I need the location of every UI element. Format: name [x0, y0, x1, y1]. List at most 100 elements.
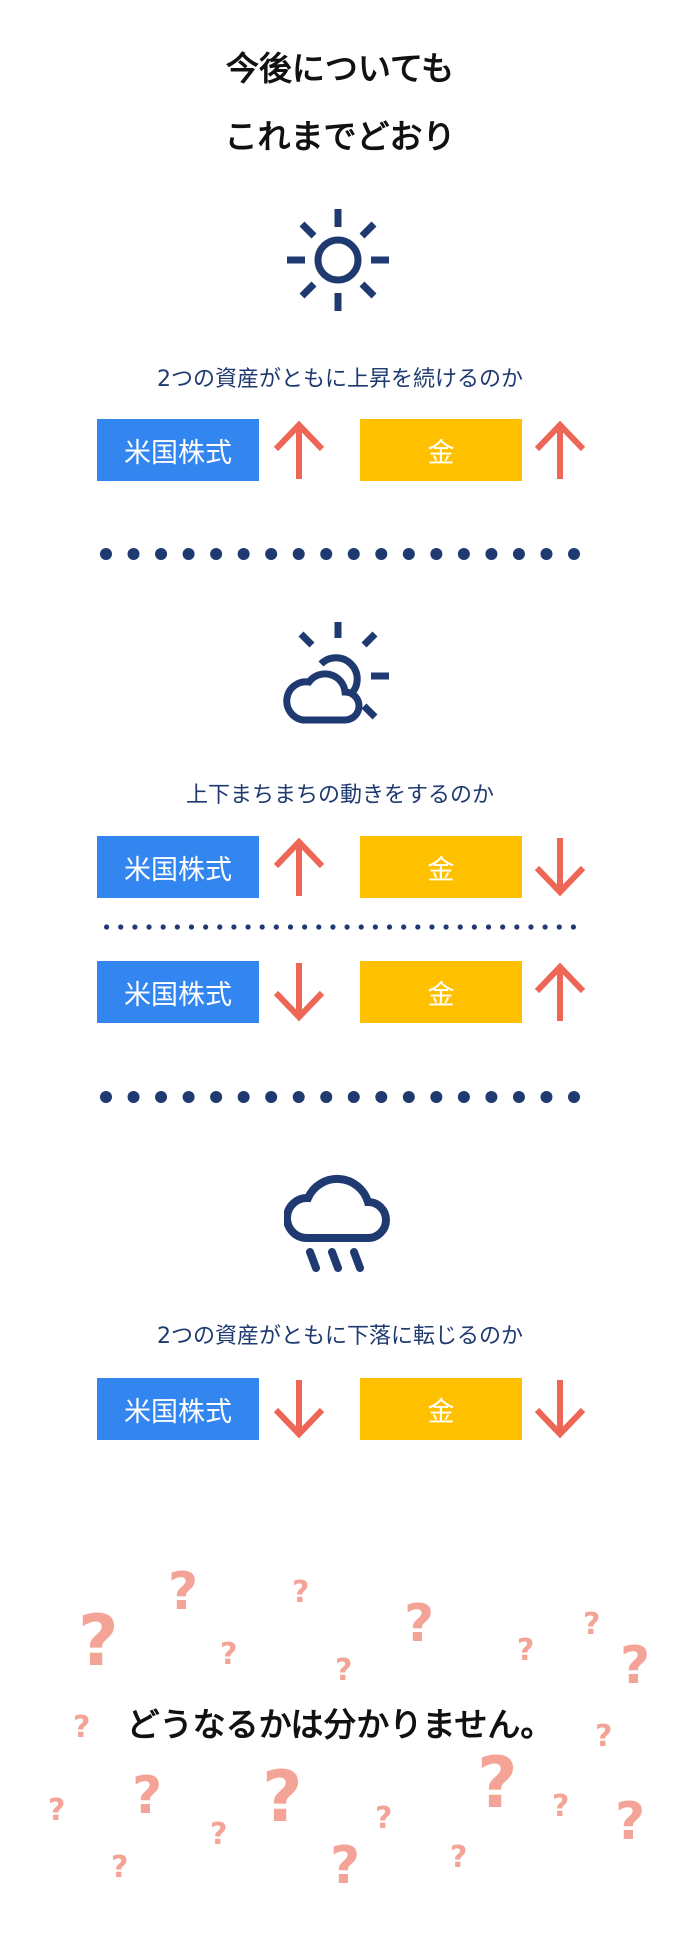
divider-dot	[430, 548, 443, 560]
divider-dot	[540, 548, 553, 560]
divider-dot	[203, 924, 209, 930]
divider-dots	[100, 1091, 580, 1103]
divider-dot	[528, 924, 534, 930]
divider-dot	[320, 548, 333, 560]
stock-label: 米国株式	[97, 419, 259, 481]
divider-dot	[429, 924, 435, 930]
sun-icon	[287, 209, 389, 311]
divider-dot	[556, 924, 562, 930]
question-mark: ?	[132, 1766, 163, 1826]
divider-dot	[358, 924, 364, 930]
divider-dot	[430, 1091, 443, 1103]
divider-dot	[100, 548, 112, 560]
divider-dot	[287, 924, 294, 930]
divider-dot	[265, 1091, 278, 1103]
divider-dot	[259, 924, 265, 930]
divider-dot	[210, 1091, 223, 1103]
divider-small-dots	[104, 924, 576, 930]
divider-dot	[182, 1091, 195, 1103]
caption-both-down: 2つの資産がともに下落に転じるのか	[157, 1324, 523, 1349]
divider-dot	[302, 924, 308, 930]
question-mark: ?	[595, 1719, 613, 1754]
arrow-up-icon	[534, 420, 586, 479]
divider-dot	[210, 548, 223, 560]
question-mark: ?	[404, 1594, 435, 1654]
divider-dot	[231, 924, 237, 930]
divider-dot	[471, 924, 477, 930]
divider-dot	[188, 924, 195, 930]
divider-dot	[457, 1091, 470, 1103]
divider-dot	[217, 924, 223, 930]
arrow-up-icon	[273, 420, 325, 479]
gold-label: 金	[360, 836, 522, 898]
stock-label: 米国株式	[97, 1378, 259, 1440]
divider-dot	[118, 924, 124, 930]
divider-dot	[316, 924, 322, 930]
divider-dot	[415, 924, 421, 930]
question-mark: ?	[375, 1801, 393, 1836]
question-mark: ?	[552, 1789, 570, 1824]
gold-label: 金	[360, 419, 522, 481]
divider-dot	[292, 1091, 305, 1103]
title-line-1: 今後についても	[225, 49, 455, 88]
caption-mixed: 上下まちまちの動きをするのか	[185, 783, 494, 808]
arrow-down-icon	[273, 963, 325, 1022]
divider-dot	[375, 548, 388, 560]
divider-dot	[182, 548, 195, 560]
divider-dot	[514, 924, 520, 930]
rain-cloud-icon	[284, 1174, 390, 1272]
question-mark: ?	[477, 1742, 518, 1824]
question-mark: ?	[220, 1637, 238, 1672]
divider-dot	[485, 1091, 498, 1103]
divider-dot	[443, 924, 449, 930]
divider-dot	[273, 924, 279, 930]
divider-dot	[330, 924, 336, 930]
divider-dot	[160, 924, 166, 930]
divider-dots	[100, 548, 580, 560]
divider-dot	[386, 924, 393, 930]
divider-dot	[512, 1091, 525, 1103]
divider-dot	[568, 548, 580, 560]
divider-dot	[146, 924, 152, 930]
cloud-sun-icon	[283, 622, 389, 724]
arrow-up-icon	[273, 837, 325, 896]
divider-dot	[320, 1091, 333, 1103]
divider-dot	[127, 548, 140, 560]
divider-dot	[402, 548, 415, 560]
arrow-down-icon	[534, 838, 586, 897]
arrow-down-icon	[534, 1380, 586, 1439]
divider-dot	[155, 548, 168, 560]
divider-dot	[457, 924, 463, 930]
divider-dot	[104, 924, 110, 930]
divider-dot	[570, 924, 576, 930]
question-mark: ?	[335, 1653, 353, 1688]
question-mark: ?	[78, 1600, 119, 1682]
divider-dot	[237, 548, 250, 560]
caption-both-up: 2つの資産がともに上昇を続けるのか	[157, 367, 523, 392]
question-mark: ?	[168, 1562, 199, 1622]
divider-dot	[237, 1091, 250, 1103]
divider-dot	[500, 924, 506, 930]
divider-dot	[402, 1091, 415, 1103]
question-mark: ?	[517, 1633, 535, 1668]
question-mark: ?	[615, 1792, 646, 1852]
divider-dot	[347, 548, 360, 560]
question-mark: ?	[73, 1710, 91, 1745]
divider-dot	[512, 548, 525, 560]
divider-dot	[401, 924, 407, 930]
question-mark: ?	[111, 1850, 129, 1885]
question-mark: ?	[330, 1836, 361, 1896]
question-mark: ?	[292, 1575, 310, 1610]
divider-dot	[375, 1091, 388, 1103]
arrow-up-icon	[534, 962, 586, 1021]
divider-dot	[485, 548, 498, 560]
question-mark: ?	[620, 1636, 651, 1696]
stock-label: 米国株式	[97, 961, 259, 1023]
title-line-2: これまでどおり	[224, 117, 456, 156]
gold-label: 金	[360, 1378, 522, 1440]
divider-dot	[457, 548, 470, 560]
divider-dot	[155, 1091, 168, 1103]
divider-dot	[542, 924, 548, 930]
divider-dot	[372, 924, 378, 930]
conclusion-text: どうなるかは分かりません。	[126, 1705, 554, 1744]
